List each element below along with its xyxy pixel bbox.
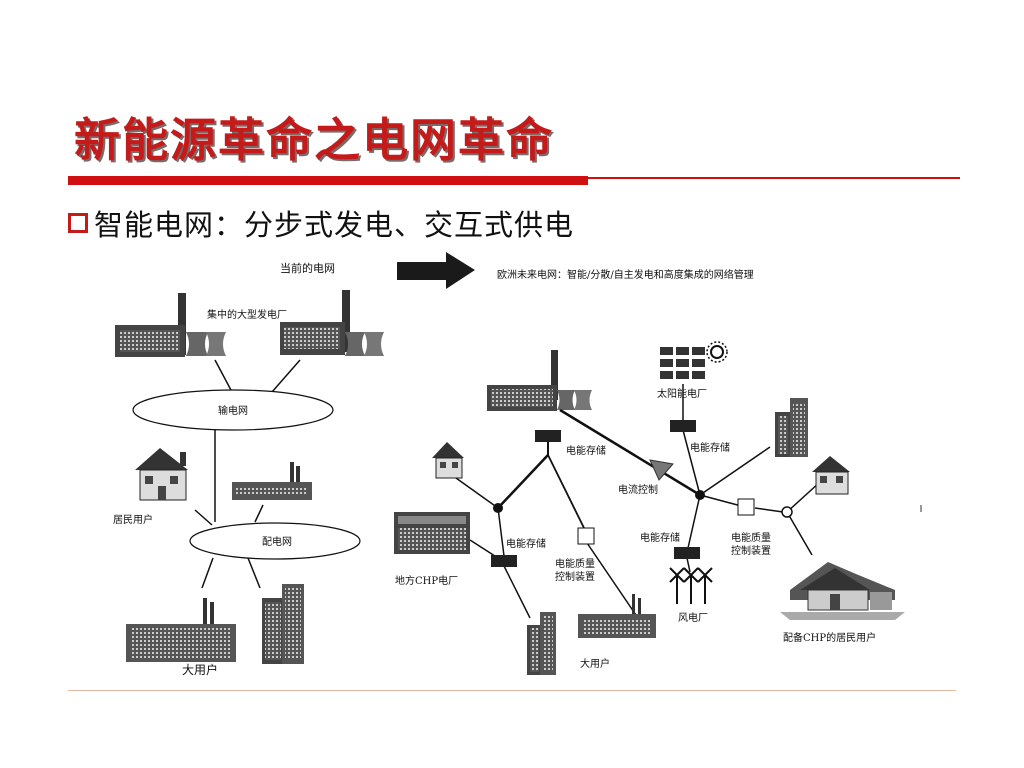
large-user-label: 大用户 bbox=[182, 662, 218, 677]
chp-plant-label: 地方CHP电厂 bbox=[395, 574, 458, 587]
storage-block-icon bbox=[491, 555, 517, 567]
sun-icon bbox=[706, 341, 728, 363]
house-icon bbox=[135, 448, 188, 501]
quality-label-1b: 控制装置 bbox=[555, 570, 595, 583]
storage-label-4: 电能存储 bbox=[640, 531, 680, 544]
solar-label: 太阳能电厂 bbox=[657, 387, 707, 400]
house-icon bbox=[812, 456, 850, 495]
storage-label-1: 电能存储 bbox=[566, 444, 606, 457]
slide-title: 新能源革命之电网革命 bbox=[74, 113, 554, 167]
bullet-item: 智能电网：分步式发电、交互式供电 bbox=[68, 202, 574, 244]
chp-home-label: 配备CHP的居民用户 bbox=[783, 631, 876, 644]
power-plant-icon bbox=[487, 350, 592, 411]
wind-label: 风电厂 bbox=[678, 611, 708, 624]
quality-label-1a: 电能质量 bbox=[555, 557, 595, 570]
apartment-building-icon bbox=[775, 398, 808, 457]
storage-label-3: 电能存储 bbox=[506, 537, 546, 550]
chp-home-icon bbox=[780, 562, 905, 620]
quality-label-2a: 电能质量 bbox=[731, 531, 771, 544]
wind-turbine-icon bbox=[669, 567, 713, 604]
title-underline-bar bbox=[68, 176, 588, 185]
storage-block-icon bbox=[535, 430, 561, 442]
residential-label: 居民用户 bbox=[113, 513, 153, 526]
plants-label: 集中的大型发电厂 bbox=[207, 308, 287, 321]
apartment-building-icon bbox=[262, 584, 304, 664]
large-user-label-right: 大用户 bbox=[580, 657, 610, 670]
square-bullet-icon bbox=[68, 213, 88, 233]
right-heading: 欧洲未来电网：智能/分散/自主发电和高度集成的网络管理 bbox=[497, 268, 754, 281]
grid-label: 输电网 bbox=[218, 404, 248, 417]
chp-plant-icon bbox=[394, 512, 470, 554]
quality-control-icon bbox=[737, 498, 755, 516]
left-heading: 当前的电网 bbox=[280, 261, 335, 275]
large-factory-icon bbox=[126, 598, 236, 662]
footer-divider bbox=[68, 690, 956, 691]
quality-control-icon bbox=[577, 527, 595, 545]
power-plant-icon bbox=[115, 293, 226, 357]
quality-label-2b: 控制装置 bbox=[731, 544, 771, 557]
storage-label-2: 电能存储 bbox=[690, 441, 730, 454]
house-icon bbox=[432, 442, 464, 479]
grid-node bbox=[781, 506, 793, 518]
flow-control-label: 电流控制 bbox=[618, 483, 658, 496]
grid-node bbox=[493, 503, 503, 513]
factory-icon bbox=[578, 594, 656, 638]
apartment-building-icon bbox=[527, 612, 556, 675]
title-underline-thin bbox=[588, 177, 960, 179]
transmission-grid-ellipse bbox=[132, 389, 334, 431]
storage-block-icon bbox=[674, 547, 700, 559]
power-plant-icon bbox=[280, 290, 384, 356]
distribution-label: 配电网 bbox=[262, 535, 292, 548]
factory-icon bbox=[232, 462, 312, 500]
flow-control-icon bbox=[649, 459, 674, 481]
distribution-grid-ellipse bbox=[189, 522, 361, 560]
storage-block-icon bbox=[670, 420, 696, 432]
bullet-text: 智能电网：分步式发电、交互式供电 bbox=[94, 208, 575, 242]
grid-node bbox=[695, 490, 705, 500]
right-arrow-icon bbox=[397, 252, 475, 289]
solar-panel-icon bbox=[660, 347, 705, 379]
